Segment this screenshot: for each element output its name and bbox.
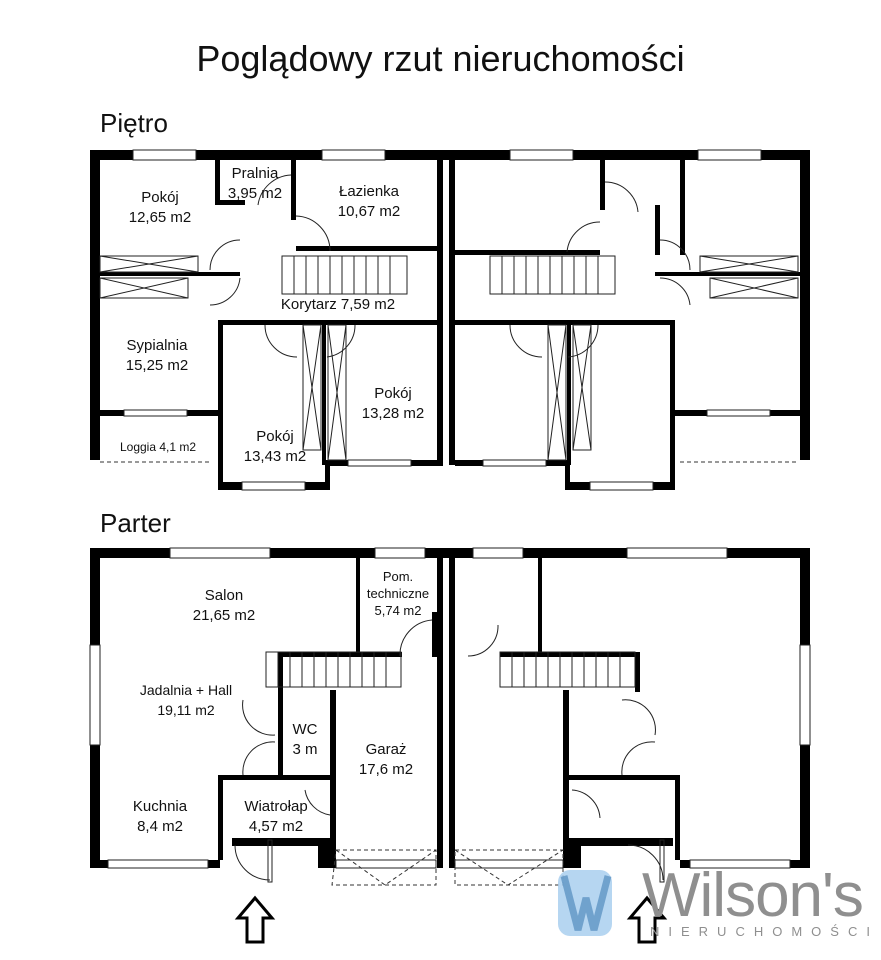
ground-floor-plan bbox=[89, 547, 811, 886]
wilsons-w-logo-icon bbox=[558, 870, 612, 936]
logo-wordmark: Wilson's bbox=[642, 861, 864, 930]
wilsons-logo: Wilson's NIERUCHOMOŚCI bbox=[556, 861, 870, 948]
entrance-arrow-icon bbox=[626, 895, 668, 944]
ground-floor-heading: Parter bbox=[100, 508, 171, 538]
entrance-arrow-icon bbox=[234, 895, 276, 944]
room-label-korytarz: Korytarz 7,59 m2 bbox=[280, 296, 396, 313]
upper-floor-plan bbox=[90, 149, 810, 491]
upper-floor-heading: Piętro bbox=[100, 108, 168, 138]
page-title: Poglądowy rzut nieruchomości bbox=[196, 38, 685, 79]
logo-subtitle: NIERUCHOMOŚCI bbox=[650, 924, 879, 939]
room-label-loggia: Loggia 4,1 m2 bbox=[119, 440, 197, 454]
